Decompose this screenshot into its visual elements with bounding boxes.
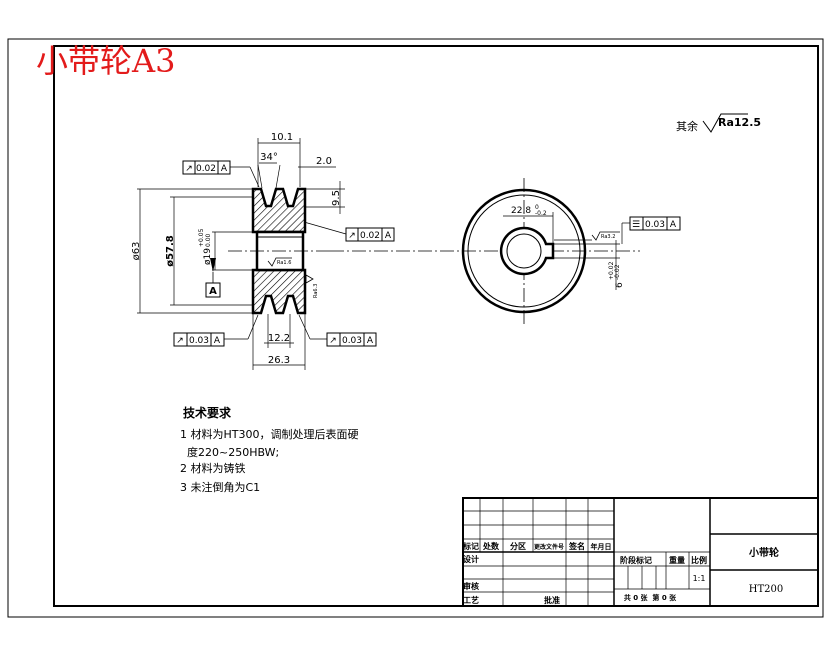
pulley-outer-circle <box>461 188 587 314</box>
keyway-roughness-icon <box>591 231 620 241</box>
tolerance-value: 0.02 <box>360 231 380 241</box>
tolerance-frame-bottom-right: ↗ 0.03 A <box>298 314 377 347</box>
tb-header-designer: 设计 <box>463 554 479 564</box>
keyway-roughness: Ra3.2 <box>601 234 615 240</box>
leader-line <box>249 166 260 188</box>
tolerance-symbol-icon: ↗ <box>329 336 337 346</box>
tolerance-value: 0.02 <box>196 164 216 174</box>
dim-pitch-dia: ø57.8 <box>165 235 176 267</box>
tolerance-symbol-icon: ↗ <box>348 231 356 241</box>
tolerance-datum: A <box>367 336 374 346</box>
tech-requirement-item: 度220~250HBW; <box>180 445 279 459</box>
dim-hub-width: 12.2 <box>268 333 290 344</box>
tb-weight: 重量 <box>669 555 685 565</box>
leader-line <box>298 314 311 340</box>
datum-box <box>205 282 221 298</box>
tb-stage-mark: 阶段标记 <box>620 555 652 565</box>
dim-bore-tol-lower: 0.00 <box>205 233 212 247</box>
tolerance-cell <box>381 227 395 242</box>
bore-with-keyway <box>499 226 555 276</box>
surface-roughness-note: 其余 Ra12.5 <box>676 113 761 133</box>
tb-scale-label: 比例 <box>691 555 707 565</box>
tolerance-frame-bottom-left: ↗ 0.03 A <box>173 314 259 347</box>
tb-material: HT200 <box>749 584 783 595</box>
tech-requirements: 技术要求 1 材料为HT300，调制处理后表面硬 度220~250HBW; 2 … <box>180 405 358 494</box>
side-roughness-icon <box>305 274 314 284</box>
leader-line <box>247 314 259 340</box>
dim-groove-pitch: 10.1 <box>271 132 293 143</box>
tech-requirements-title: 技术要求 <box>183 405 232 420</box>
upper-rim-section <box>251 187 307 234</box>
tb-header-approve: 批准 <box>544 595 560 605</box>
tb-sheets: 共 0 张 第 0 张 <box>624 593 677 602</box>
tolerance-cell <box>666 216 681 231</box>
tb-header-doc-no: 更改文件号 <box>534 543 564 551</box>
tb-header-date: 年月日 <box>591 542 612 551</box>
tolerance-symbol-icon: ↗ <box>176 336 184 346</box>
outer-border <box>7 38 824 618</box>
title-block: 标记 处数 分区 更改文件号 签名 年月日 设计 审核 工艺 批准 阶段标记 重… <box>462 497 819 607</box>
surface-note-roughness: Ra12.5 <box>718 116 761 129</box>
tolerance-datum: A <box>385 231 392 241</box>
dim-keyway-tol-upper: 0 <box>535 204 539 211</box>
tolerance-symbol-icon: ↗ <box>185 164 193 174</box>
bore-roughness: Ra1.6 <box>277 260 291 266</box>
dim-keyway-w-tol-upper: +0.02 <box>608 261 615 280</box>
side-roughness: Ra6.3 <box>313 284 319 298</box>
dim-keyway-tol-lower: -0.2 <box>535 210 547 217</box>
dim-line <box>275 164 281 189</box>
tolerance-cell <box>210 332 225 347</box>
tb-header-process: 工艺 <box>463 595 479 605</box>
tb-header-count: 处数 <box>482 541 500 551</box>
tolerance-frame-top-left: ↗ 0.02 A <box>182 160 260 188</box>
dim-keyway-w-tol-lower: -0.02 <box>614 264 621 280</box>
dim-groove-depth: 9.5 <box>331 190 342 206</box>
lower-rim-section <box>251 268 307 315</box>
leader-line <box>303 221 347 235</box>
dim-keyway-width: 6 <box>615 282 625 288</box>
dim-line <box>257 164 263 189</box>
inner-border <box>53 45 819 607</box>
bore-inner-circle <box>506 233 542 269</box>
tb-header-signature: 签名 <box>568 541 585 551</box>
tech-requirement-item: 2 材料为铸铁 <box>180 461 246 475</box>
tolerance-frame-bore: ↗ 0.02 A <box>303 221 395 242</box>
dim-total-width: 26.3 <box>268 355 290 366</box>
pulley-pitch-circle <box>467 194 581 308</box>
tech-requirement-item: 3 未注倒角为C1 <box>180 480 260 494</box>
dim-outer-dia: ø63 <box>131 242 142 261</box>
datum-arrow-icon <box>210 258 216 272</box>
section-view: 10.1 34° 2.0 9.5 ø63 ø57.8 ø19 +0.05 0.0… <box>131 132 395 370</box>
tech-requirement-item: 1 材料为HT300，调制处理后表面硬 <box>180 427 358 441</box>
datum-label: A <box>209 286 217 297</box>
dim-bore-tol-upper: +0.05 <box>198 228 205 247</box>
tb-header-mark: 标记 <box>462 541 479 551</box>
tb-scale-value: 1:1 <box>693 574 706 583</box>
tolerance-datum: A <box>214 336 221 346</box>
tolerance-symbol-icon: ☰ <box>632 220 640 230</box>
roughness-symbol-icon <box>702 113 748 133</box>
dim-groove-top: 2.0 <box>316 156 332 167</box>
surface-note-prefix: 其余 <box>676 119 698 133</box>
drawing-stamp-title: 小带轮A3 <box>36 42 175 80</box>
tolerance-value: 0.03 <box>189 336 209 346</box>
dim-keyway-depth: 22.8 <box>511 206 531 216</box>
end-view: 22.8 0 -0.2 Ra3.2 6 +0.02 -0.02 ☰ 0.03 A <box>330 178 681 327</box>
tolerance-cell <box>217 160 231 175</box>
tolerance-frame-symmetry: ☰ 0.03 A <box>621 216 681 244</box>
tolerance-datum: A <box>221 164 228 174</box>
tb-header-reviewer: 审核 <box>463 581 479 591</box>
tolerance-value: 0.03 <box>342 336 362 346</box>
bore-roughness-icon <box>267 257 292 267</box>
dim-bore-dia: ø19 <box>203 248 213 265</box>
tb-header-zone: 分区 <box>510 541 526 551</box>
tolerance-value: 0.03 <box>645 220 665 230</box>
dim-groove-angle: 34° <box>260 152 278 163</box>
tb-part-name: 小带轮 <box>748 546 779 559</box>
tolerance-cell <box>363 332 377 347</box>
tolerance-datum: A <box>670 220 677 230</box>
